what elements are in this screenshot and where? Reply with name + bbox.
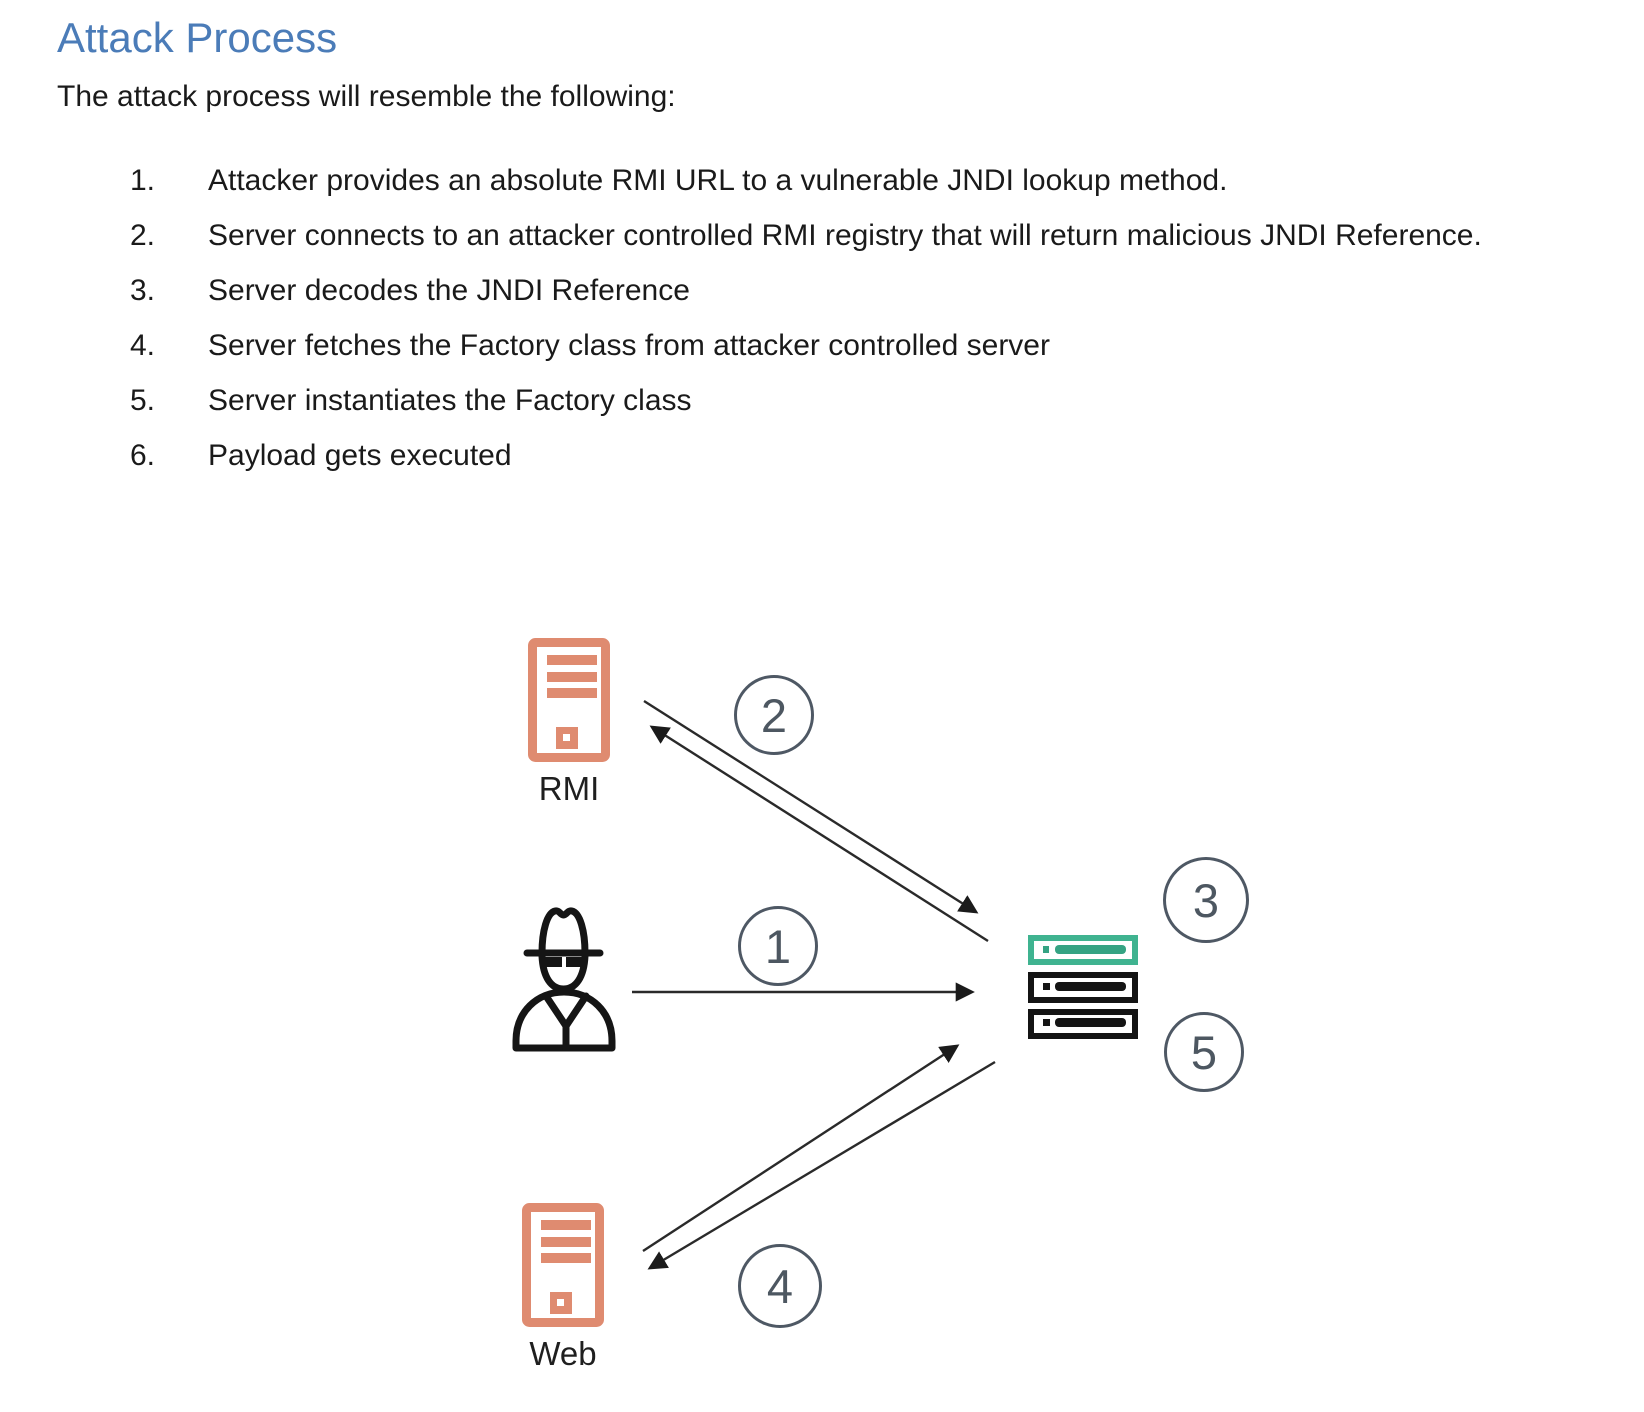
attacker-icon [512, 907, 616, 1052]
web-server-icon [527, 1208, 600, 1323]
arrow-step-2-to-target [643, 699, 979, 914]
attack-steps-list: 1. Attacker provides an absolute RMI URL… [130, 153, 1482, 483]
list-item: 3. Server decodes the JNDI Reference [130, 263, 1482, 318]
list-item: 1. Attacker provides an absolute RMI URL… [130, 153, 1482, 208]
list-item-number: 3. [130, 274, 156, 307]
list-item-text: Attacker provides an absolute RMI URL to… [208, 164, 1228, 197]
rmi-label: RMI [538, 770, 600, 807]
list-item-text: Server connects to an attacker controlle… [208, 219, 1482, 252]
step-badge-1: 1 [738, 906, 818, 986]
list-item-text: Server fetches the Factory class from at… [208, 329, 1050, 362]
list-item: 4. Server fetches the Factory class from… [130, 318, 1482, 373]
arrow-step-4-to-target [642, 1044, 960, 1253]
step-badge-4: 4 [738, 1244, 822, 1328]
list-item-text: Server instantiates the Factory class [208, 384, 692, 417]
attacker-glasses [544, 957, 583, 967]
step-badge-2: 2 [734, 675, 814, 755]
list-item-text: Server decodes the JNDI Reference [208, 274, 690, 307]
list-item-number: 5. [130, 384, 156, 417]
page-title: Attack Process [57, 14, 338, 61]
list-item-number: 2. [130, 219, 156, 252]
step-badge-5: 5 [1164, 1012, 1244, 1092]
list-item: 2. Server connects to an attacker contro… [130, 208, 1482, 263]
arrow-step-4-to-web [647, 1060, 996, 1270]
rmi-server-icon [533, 643, 606, 758]
list-item: 6. Payload gets executed [130, 428, 1482, 483]
list-item-number: 6. [130, 439, 156, 472]
target-server-icon [1028, 935, 1138, 1039]
list-item-number: 1. [130, 164, 156, 197]
list-item-number: 4. [130, 329, 156, 362]
arrow-step-2-to-rmi [649, 725, 989, 943]
web-label: Web [529, 1335, 597, 1372]
intro-text: The attack process will resemble the fol… [57, 80, 676, 113]
step-badge-3: 3 [1163, 857, 1249, 943]
list-item: 5. Server instantiates the Factory class [130, 373, 1482, 428]
list-item-text: Payload gets executed [208, 439, 512, 472]
